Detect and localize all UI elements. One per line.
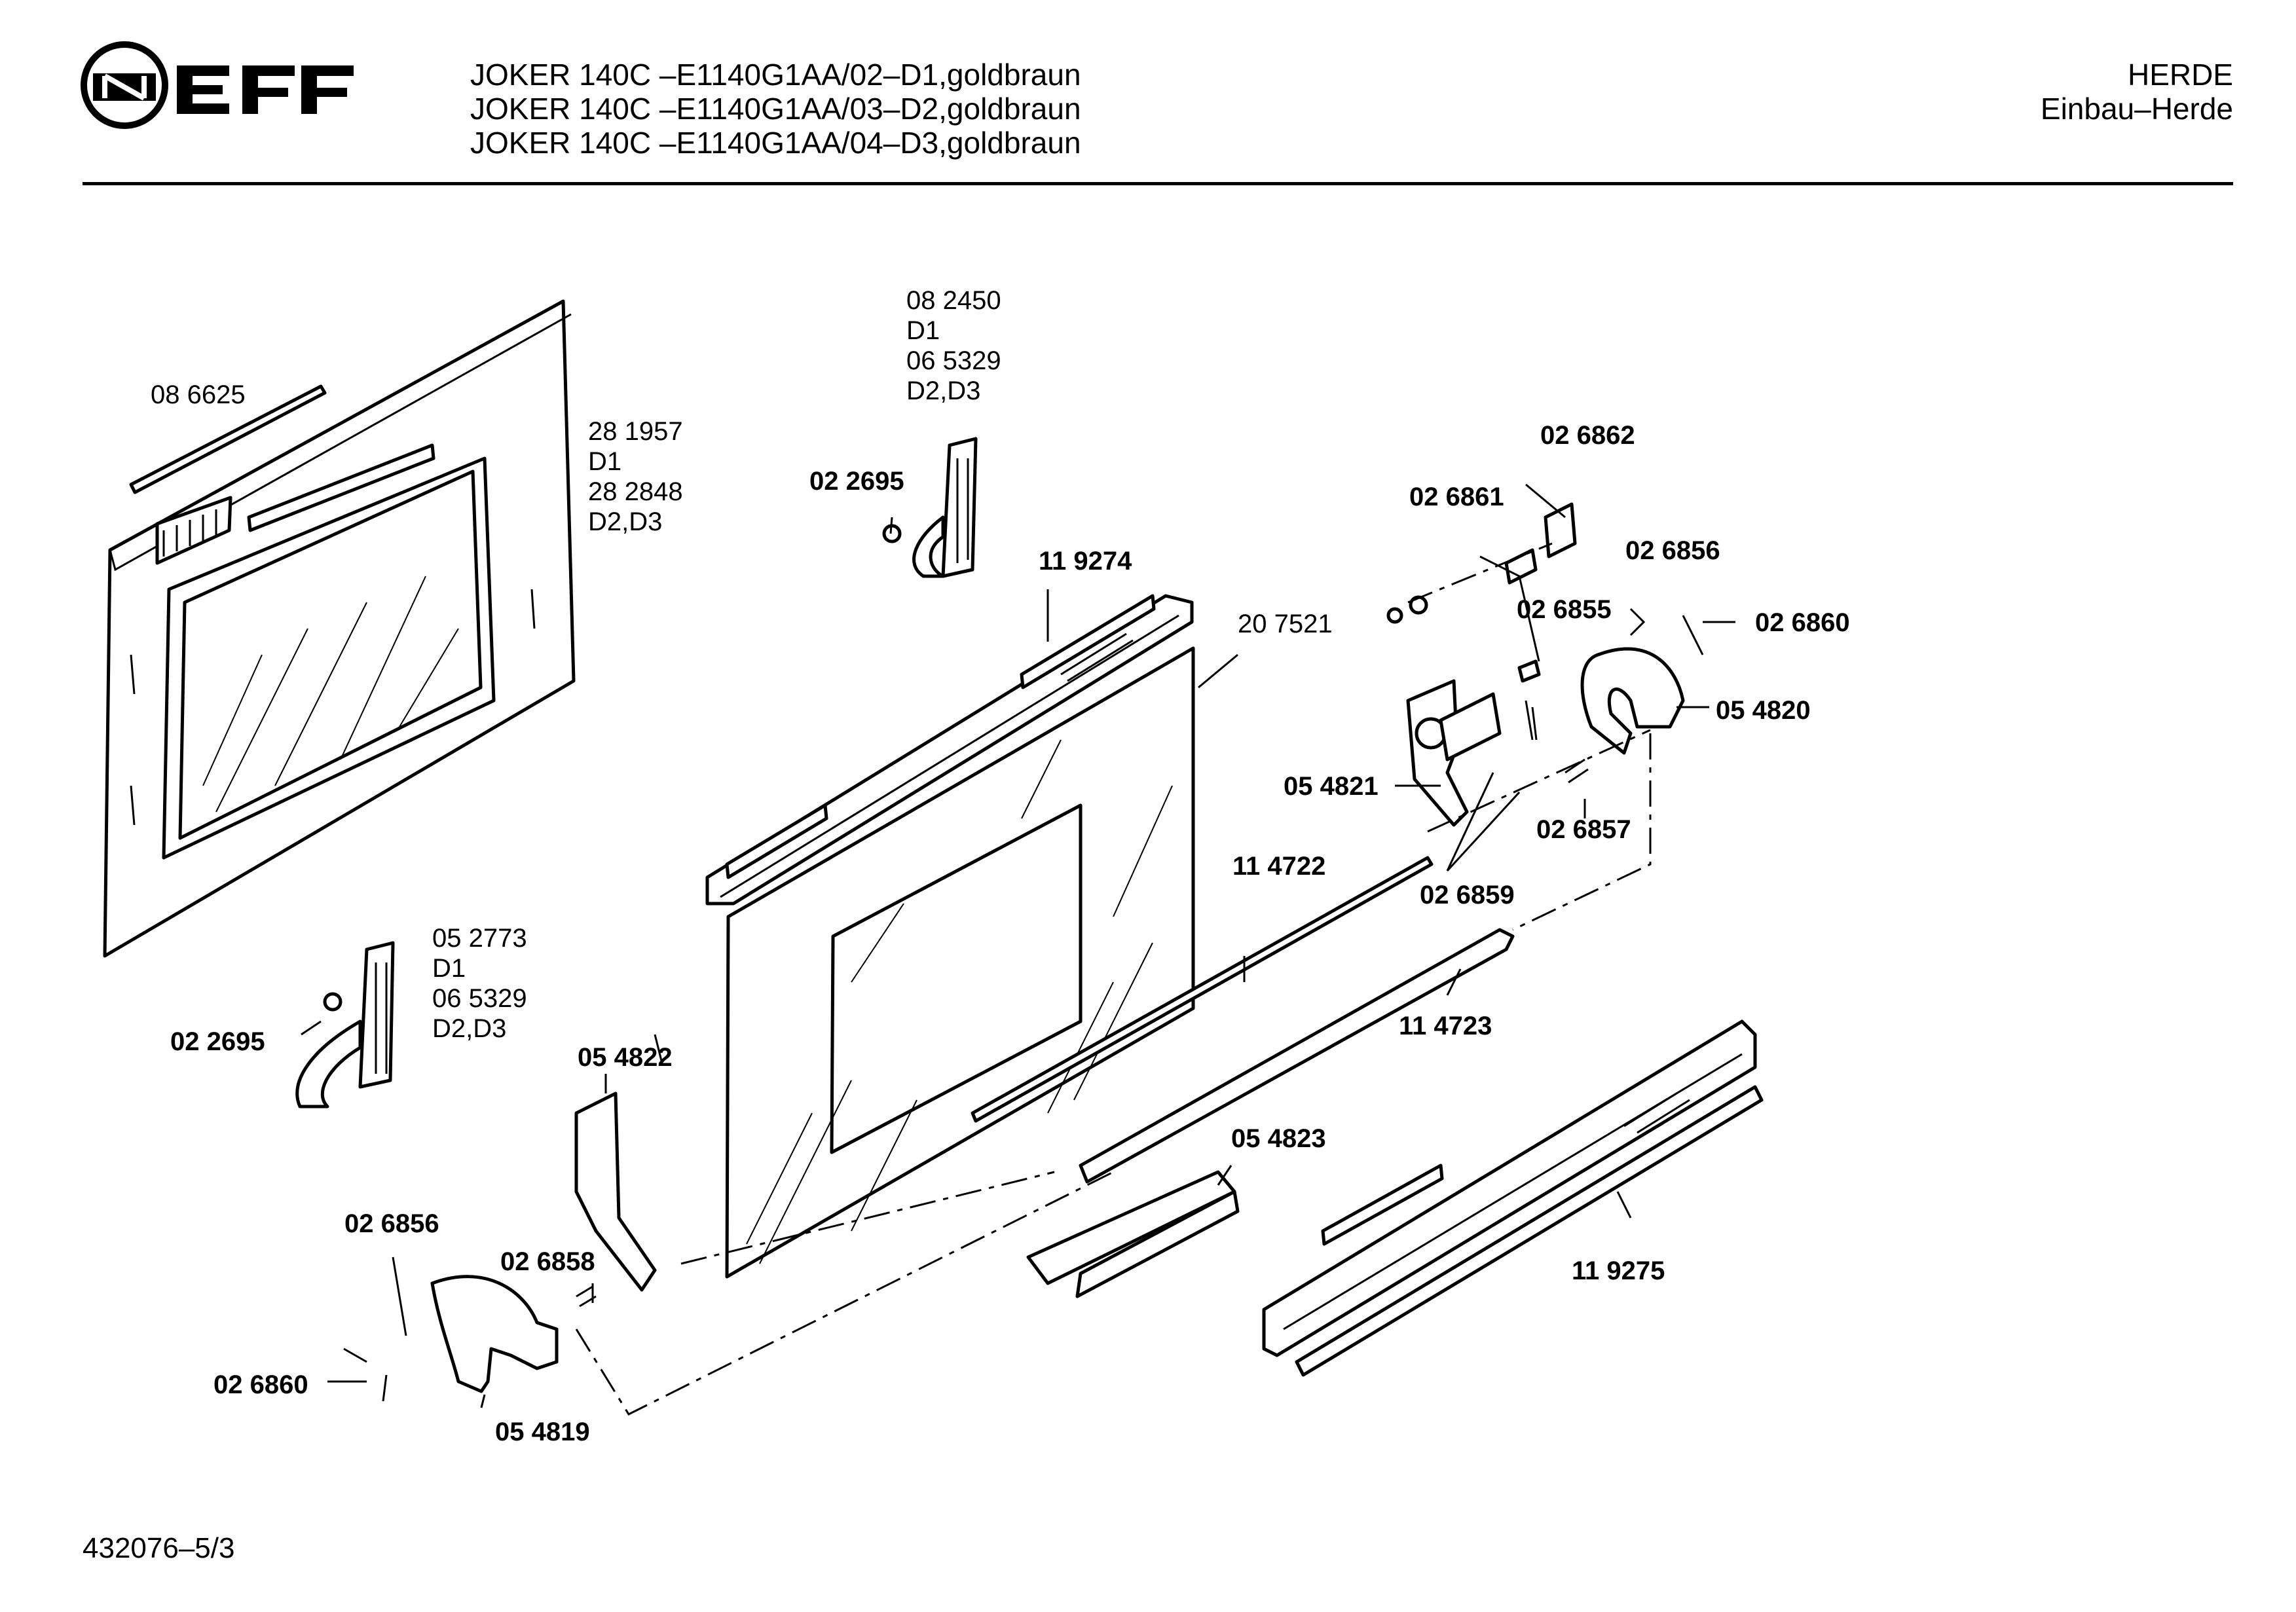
label-281957-d1: D1 [588,447,621,476]
strip-086625 [129,384,327,494]
handle-lower-119275 [1262,1019,1764,1377]
leader-lines [301,483,1735,1408]
strip-114722 [971,856,1434,1123]
label-114722: 11 4722 [1232,852,1325,881]
label-119275: 11 9275 [1572,1256,1665,1285]
hinge-upper [882,437,978,578]
label-026856-bot: 02 6856 [344,1209,439,1238]
label-026859: 02 6859 [1420,881,1515,909]
label-052773-d1: D1 [432,954,466,983]
label-082450-d1: D1 [906,316,940,345]
label-026861: 02 6861 [1409,483,1504,511]
label-119274: 11 9274 [1039,547,1132,576]
part-labels: 08 6625 28 1957 D1 28 2848 D2,D3 08 2450… [151,286,1850,1446]
outer-door-glass [725,646,1195,1279]
inner-door-panel [103,299,576,958]
label-026855: 02 6855 [1517,595,1612,624]
label-065329-bot: 06 5329 [432,984,527,1013]
neff-logo-mark [81,41,354,129]
label-054822: 05 4822 [578,1043,673,1072]
label-052773: 05 2773 [432,924,527,953]
label-026858: 02 6858 [500,1247,595,1276]
label-026857: 02 6857 [1536,815,1631,844]
hinge-assembly-left [343,1091,657,1402]
neff-logo [79,39,354,131]
hinge-lower [295,941,395,1108]
model-line: JOKER 140C –E1140G1AA/03–D2,goldbraun [470,92,1081,126]
label-054820: 05 4820 [1716,696,1811,725]
header-rule [83,182,2233,185]
strip-114723 [1079,928,1515,1184]
label-026856-top: 02 6856 [1625,536,1720,565]
label-026860-top: 02 6860 [1755,608,1850,637]
category-subtitle: Einbau–Herde [2040,92,2233,126]
model-line: JOKER 140C –E1140G1AA/02–D1,goldbraun [470,58,1081,92]
category-block: HERDE Einbau–Herde [2041,58,2233,126]
label-281957: 28 1957 [588,417,683,446]
label-114723: 11 4723 [1399,1012,1492,1040]
label-026860-bot: 02 6860 [213,1370,308,1399]
label-065329-bot-d2d3: D2,D3 [432,1014,506,1043]
label-026862: 02 6862 [1540,421,1635,450]
label-082450: 08 2450 [906,286,1001,315]
category-title: HERDE [2127,58,2233,92]
label-282848: 28 2848 [588,477,683,506]
label-282848-d2d3: D2,D3 [588,507,662,536]
label-207521: 20 7521 [1238,610,1333,638]
model-list: JOKER 140C –E1140G1AA/02–D1,goldbraun JO… [470,58,1081,160]
assembly-lines [575,542,1652,1416]
bracket-054823 [1026,1170,1240,1298]
label-054821: 05 4821 [1284,772,1379,801]
label-022695-top: 02 2695 [809,467,904,496]
document-number: 432076–5/3 [83,1532,235,1564]
label-054823: 05 4823 [1231,1124,1326,1153]
hinge-assembly-right [1386,502,1685,827]
model-line: JOKER 140C –E1140G1AA/04–D3,goldbraun [470,126,1081,160]
handle-upper-119274 [705,594,1194,906]
label-022695-bot: 02 2695 [170,1027,265,1056]
label-086625: 08 6625 [151,380,246,409]
label-065329-top-d2d3: D2,D3 [906,376,980,405]
label-065329-top: 06 5329 [906,346,1001,375]
label-054819: 05 4819 [495,1418,590,1446]
